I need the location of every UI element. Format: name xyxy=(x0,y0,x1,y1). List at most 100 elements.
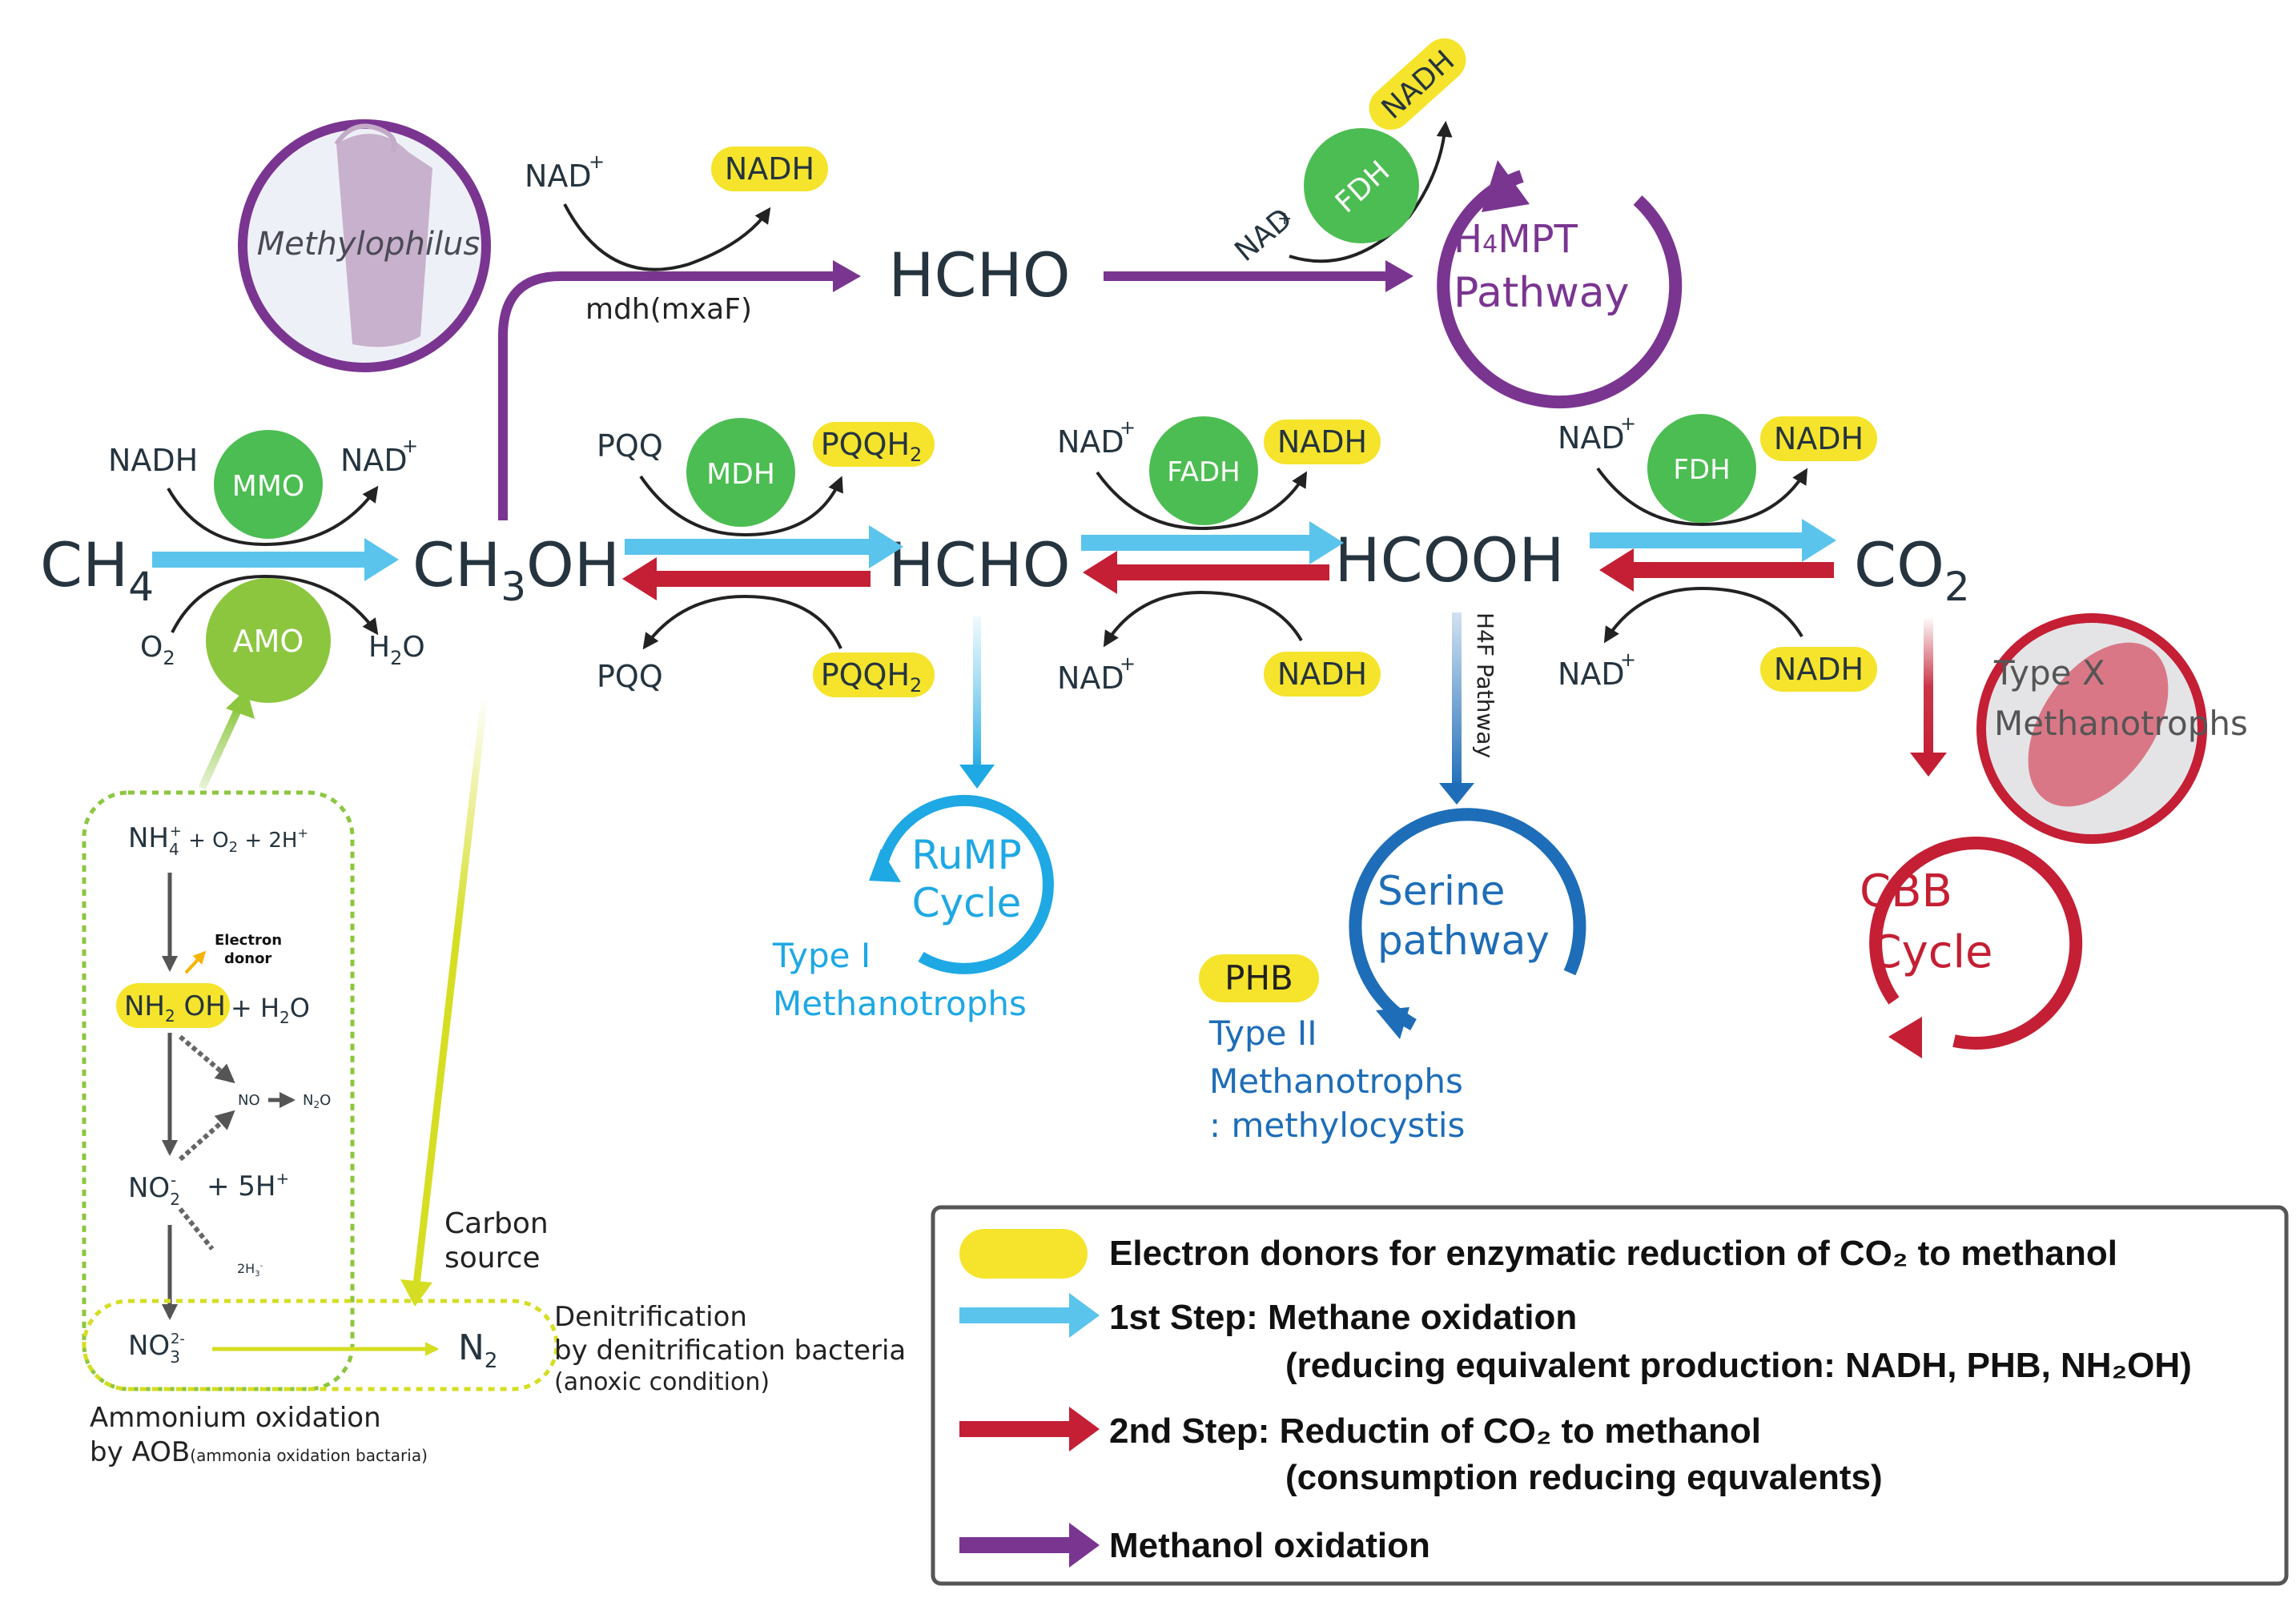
fadh-cofactors: NAD + FADH NADH NAD + NADH xyxy=(1057,416,1381,697)
h2o-label: H2O xyxy=(368,631,425,669)
h4f-pathway-label: H4F Pathway xyxy=(1472,612,1498,758)
methylophilus-label: Methylophilus xyxy=(257,226,481,263)
nh4-equation: NH4+ + O2 + 2H+ xyxy=(128,822,308,859)
nad-fadh-label: NAD xyxy=(1057,424,1124,460)
mdh-mxaf-label: mdh(mxaF) xyxy=(585,293,752,326)
methylophilus-organism: Methylophilus xyxy=(238,119,491,372)
fadh-label: FADH xyxy=(1167,456,1240,488)
denitrification-box: N2 Denitrification by denitrification ba… xyxy=(82,1299,906,1396)
pqq-top-label: PQQ xyxy=(597,428,663,464)
nad-fadh-plus: + xyxy=(1120,416,1136,439)
nad-fadh-bottom-label: NAD xyxy=(1057,660,1124,696)
nadh-fdh-bottom-badge xyxy=(1760,647,1877,692)
serine-line2: pathway xyxy=(1377,917,1550,964)
ch4-compound: CH4 xyxy=(40,529,154,610)
nad-fdh-plus: + xyxy=(1620,412,1636,435)
electron-donor-line2: donor xyxy=(224,950,271,967)
legend-item1-text: Electron donors for enzymatic reduction … xyxy=(1109,1234,2117,1273)
nad-label: NAD xyxy=(525,159,592,194)
ammonium-oxidation-line1: Ammonium oxidation xyxy=(90,1402,381,1434)
pqqh2-top-badge xyxy=(813,422,935,467)
nad-fdh-bottom-label: NAD xyxy=(1558,656,1625,692)
rump-line2: Cycle xyxy=(912,880,1022,926)
h4mpt-line1: H4MPT xyxy=(1454,217,1578,262)
type2-line2: Methanotrophs xyxy=(1209,1062,1463,1101)
o2-label: O2 xyxy=(140,631,175,669)
nadh-top-badge xyxy=(1369,38,1466,130)
legend-item2-line2: (reducing equivalent production: NADH, P… xyxy=(1285,1346,2192,1385)
cbb-line2: Cycle xyxy=(1870,926,1992,978)
legend-cyan-arrow xyxy=(1069,1293,1100,1338)
type1-line1: Type I xyxy=(772,936,871,975)
mdh-label: MDH xyxy=(706,458,775,491)
hcho-top-compound: HCHO xyxy=(888,239,1070,311)
nad-fadh-bottom-plus: + xyxy=(1120,652,1136,675)
n2o-label: N2O xyxy=(303,1092,331,1110)
legend-item3-line1: 2nd Step: Reductin of CO₂ to methanol xyxy=(1109,1411,1761,1451)
nadh-badge xyxy=(711,147,828,191)
nadh-fdh-bottom-label: NADH xyxy=(1774,652,1864,687)
nadh-fadh-top-badge xyxy=(1264,420,1381,464)
n2-label: N2 xyxy=(458,1327,497,1373)
denitrification-line2: by denitrification bacteria xyxy=(554,1335,906,1367)
ammonium-oxidation-box: NH4+ + O2 + 2H+ Electron donor NH2 OH + … xyxy=(82,689,428,1468)
no-label: NO xyxy=(238,1092,260,1109)
type-x-line1: Type X xyxy=(1993,653,2105,693)
nh2oh-label: NH2 OH xyxy=(124,990,226,1026)
cbb-line1: CBB xyxy=(1860,865,1952,917)
type-x-line2: Methanotrophs xyxy=(1994,704,2248,743)
legend-item3-line2: (consumption reducing equvalents) xyxy=(1285,1458,1883,1497)
h4mpt-pathway: H4MPT Pathway xyxy=(1437,160,1683,409)
ch3oh-hcho-arrows xyxy=(622,525,903,600)
legend-item-methanol-oxidation: Methanol oxidation xyxy=(959,1523,1430,1568)
denitrification-line3: (anoxic condition) xyxy=(554,1368,770,1396)
h2o-product: + H2O xyxy=(231,993,310,1027)
legend-item-electron-donors: Electron donors for enzymatic reduction … xyxy=(959,1229,2117,1279)
type2-line1: Type II xyxy=(1208,1014,1317,1053)
pqqh2-bottom-label: PQQH2 xyxy=(821,657,923,697)
legend: Electron donors for enzymatic reduction … xyxy=(931,1205,2289,1586)
type-x-methanotrophs-organism: Type X Methanotrophs xyxy=(1976,613,2248,844)
pqq-bottom-label: PQQ xyxy=(597,659,663,694)
carbon-source-arrow: Carbon source xyxy=(400,696,549,1307)
fdh-top-enzyme: FDH NAD + NADH xyxy=(1228,38,1466,268)
nad-mmo-plus: + xyxy=(402,435,418,457)
carbon-source-line1: Carbon xyxy=(444,1207,549,1240)
type1-line2: Methanotrophs xyxy=(773,984,1027,1023)
hcooh-co2-arrows xyxy=(1590,519,1836,592)
hcho-mid-compound: HCHO xyxy=(888,529,1070,600)
pqqh2-top-label: PQQH2 xyxy=(821,427,923,466)
ch3oh-compound: CH3OH xyxy=(412,529,620,610)
h4mpt-line2: Pathway xyxy=(1454,269,1629,317)
phb-label: PHB xyxy=(1224,958,1293,998)
amo-label: AMO xyxy=(233,624,304,659)
mmo-amo-cofactors: NADH MMO NAD + AMO O2 H2O xyxy=(108,430,425,703)
electron-donor-line1: Electron xyxy=(215,932,282,949)
legend-item-co2-reduction: 2nd Step: Reductin of CO₂ to methanol (c… xyxy=(959,1407,1883,1497)
nad-top-plus: + xyxy=(1277,209,1292,229)
nad-mmo-label: NAD xyxy=(340,443,408,478)
five-h-label: + 5H+ xyxy=(207,1169,289,1203)
serine-line1: Serine xyxy=(1377,868,1505,914)
mmo-label: MMO xyxy=(232,470,304,503)
nadh-mmo-label: NADH xyxy=(108,443,198,478)
fdh-mid-cofactors: NAD + FDH NADH NAD + NADH xyxy=(1558,412,1877,692)
legend-item-methane-oxidation: 1st Step: Methane oxidation (reducing eq… xyxy=(959,1293,2192,1385)
nadh-fadh-top-label: NADH xyxy=(1277,424,1367,460)
type2-line3: : methylocystis xyxy=(1209,1106,1465,1145)
nadh-fadh-bottom-label: NADH xyxy=(1277,656,1367,692)
fdh-mid-label: FDH xyxy=(1673,454,1730,486)
phb-badge xyxy=(1199,954,1319,1002)
denitrification-line1: Denitrification xyxy=(554,1301,747,1333)
co2-compound: CO2 xyxy=(1854,529,1970,610)
ammonium-oxidation-line2: by AOB(ammonia oxidation bactaria) xyxy=(90,1436,428,1468)
nadh-fdh-top-label: NADH xyxy=(1774,421,1864,456)
legend-item4-text: Methanol oxidation xyxy=(1109,1526,1430,1565)
two-h3-label: 2H3- xyxy=(237,1261,263,1279)
cbb-cycle: CBB Cycle xyxy=(1860,616,2083,1058)
ch4-to-ch3oh-arrow xyxy=(152,538,399,581)
nad-plus: + xyxy=(589,151,605,173)
legend-purple-arrow xyxy=(1069,1523,1100,1568)
legend-item2-line1: 1st Step: Methane oxidation xyxy=(1109,1298,1577,1337)
